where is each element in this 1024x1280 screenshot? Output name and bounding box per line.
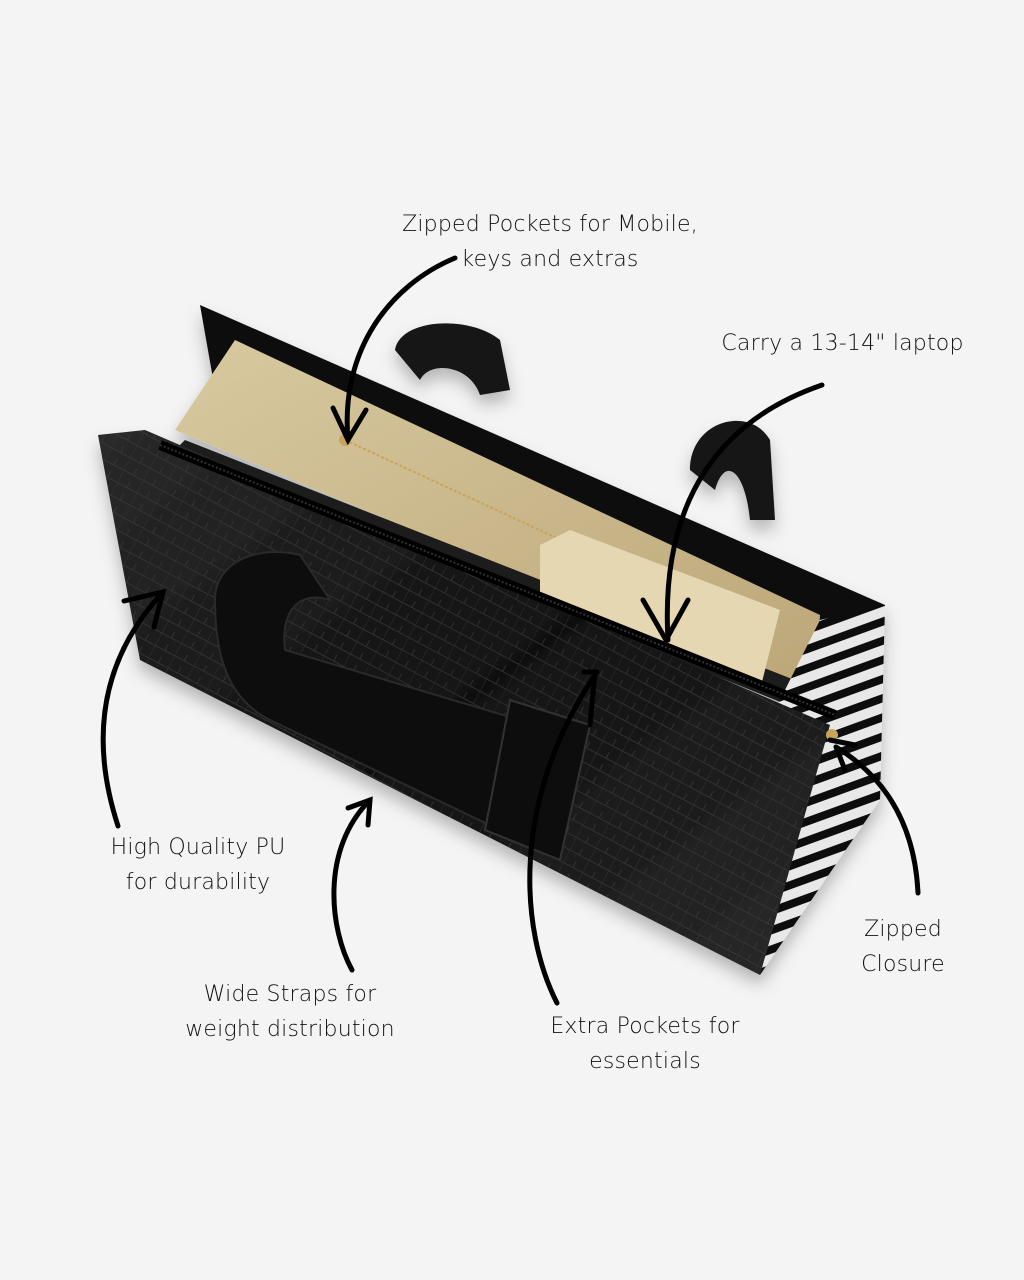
bag-group — [98, 305, 885, 975]
annotation-line: keys and extras — [461, 247, 639, 272]
arrow-zipped-pockets — [344, 255, 458, 443]
annotation-arrows — [100, 255, 921, 1006]
annotation-zipped-pockets: Zipped Pockets for Mobile, keys and extr… — [400, 207, 700, 277]
annotation-line: for durability — [125, 870, 271, 895]
annotation-line: Zipped — [864, 917, 942, 942]
annotation-laptop: Carry a 13-14" laptop — [715, 326, 970, 361]
front-handle — [213, 551, 542, 832]
annotation-straps: Wide Straps for weight distribution — [180, 977, 400, 1047]
annotation-pu: High Quality PU for durability — [98, 830, 298, 900]
annotation-line: Carry a 13-14" laptop — [721, 331, 964, 356]
back-strap — [395, 323, 510, 395]
annotation-line: weight distribution — [185, 1017, 395, 1042]
annotation-line: Extra Pockets for — [550, 1014, 740, 1039]
annotation-line: Zipped Pockets for Mobile, — [402, 212, 698, 237]
arrow-extra-pockets — [527, 669, 600, 1006]
annotation-extra-pockets: Extra Pockets for essentials — [545, 1009, 745, 1079]
annotation-line: essentials — [589, 1049, 701, 1074]
arrow-laptop — [664, 382, 825, 643]
arrow-pu — [100, 589, 166, 829]
annotation-closure: Zipped Closure — [843, 912, 963, 982]
annotation-line: Wide Straps for — [203, 982, 377, 1007]
arrow-straps — [331, 797, 373, 973]
arrow-closure — [833, 744, 921, 896]
annotation-line: Closure — [861, 952, 945, 977]
annotation-line: High Quality PU — [110, 835, 286, 860]
